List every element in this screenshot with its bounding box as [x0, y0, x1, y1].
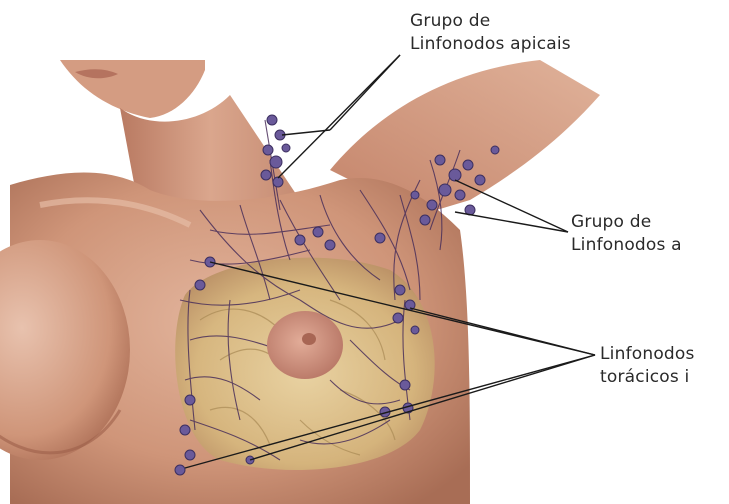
label-axillary-line2: Linfonodos a — [571, 234, 682, 257]
label-thoracic-line1: Linfonodos — [600, 343, 695, 366]
label-apical-line2: Linfonodos apicais — [410, 33, 571, 56]
label-axillary-nodes: Grupo de Linfonodos a — [571, 211, 682, 257]
label-axillary-line1: Grupo de — [571, 211, 682, 234]
nipple — [302, 333, 316, 345]
label-thoracic-line2: torácicos i — [600, 366, 695, 389]
label-thoracic-nodes: Linfonodos torácicos i — [600, 343, 695, 389]
label-apical-nodes: Grupo de Linfonodos apicais — [410, 10, 571, 56]
label-apical-line1: Grupo de — [410, 10, 571, 33]
areola — [267, 311, 343, 379]
chin — [60, 60, 205, 118]
